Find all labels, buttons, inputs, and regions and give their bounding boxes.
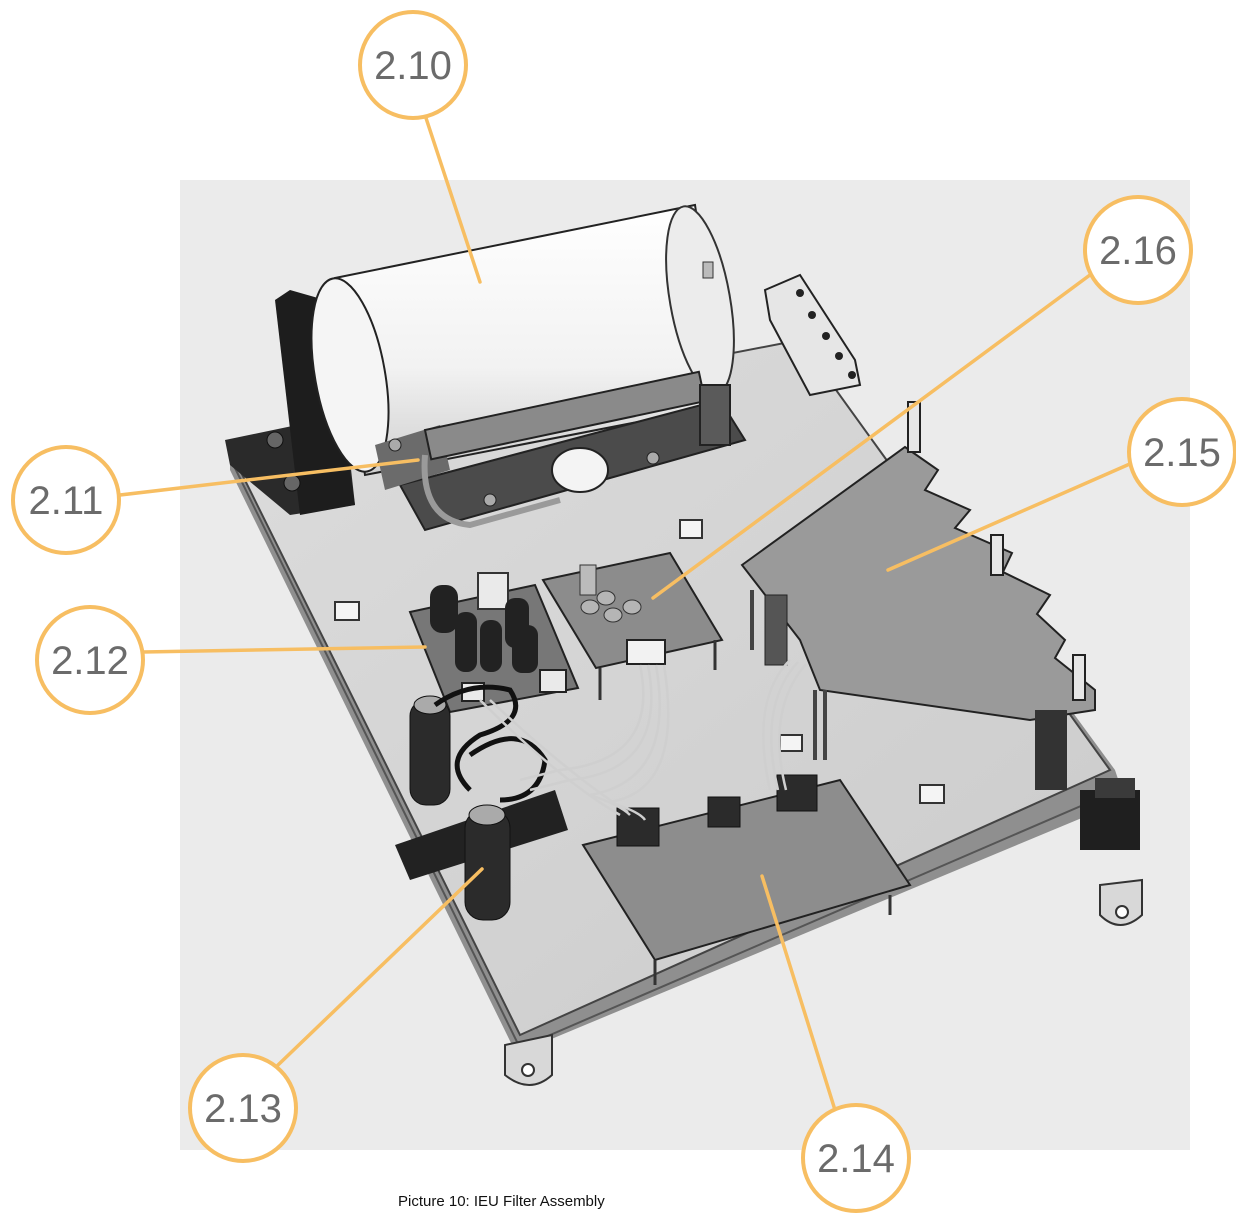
leader-2-14 — [760, 874, 837, 1112]
callout-2-14-label: 2.14 — [817, 1137, 895, 1181]
inductor-assembly — [395, 684, 568, 921]
filter-board-large — [740, 401, 1096, 790]
leader-2-10 — [423, 113, 482, 284]
leader-2-12 — [141, 645, 427, 654]
callout-2-10-label: 2.10 — [374, 44, 452, 88]
callout-2-12-label: 2.12 — [51, 639, 129, 683]
leader-2-15 — [886, 461, 1134, 572]
leader-2-16 — [651, 270, 1096, 600]
callout-2-15: 2.15 — [1127, 397, 1236, 507]
leader-2-11 — [118, 458, 420, 497]
cable-clips — [334, 519, 945, 804]
callout-2-15-label: 2.15 — [1143, 431, 1221, 475]
callout-2-13-label: 2.13 — [204, 1087, 282, 1131]
callout-2-16: 2.16 — [1083, 195, 1193, 305]
edge-clip — [1080, 778, 1140, 850]
left-bracket — [225, 290, 355, 515]
callout-2-13: 2.13 — [188, 1053, 298, 1163]
callout-2-11: 2.11 — [11, 445, 121, 555]
callout-2-12: 2.12 — [35, 605, 145, 715]
callout-2-14: 2.14 — [801, 1103, 911, 1213]
terminal-mount — [375, 370, 747, 532]
leader-2-13 — [276, 867, 484, 1067]
callout-2-10: 2.10 — [358, 10, 468, 120]
callout-2-16-label: 2.16 — [1099, 229, 1177, 273]
figure-caption: Picture 10: IEU Filter Assembly — [398, 1193, 605, 1210]
wiring-harness — [479, 659, 807, 821]
right-bracket — [763, 273, 862, 397]
leader-lines — [118, 113, 1134, 1112]
callout-2-11-label: 2.11 — [29, 479, 104, 523]
